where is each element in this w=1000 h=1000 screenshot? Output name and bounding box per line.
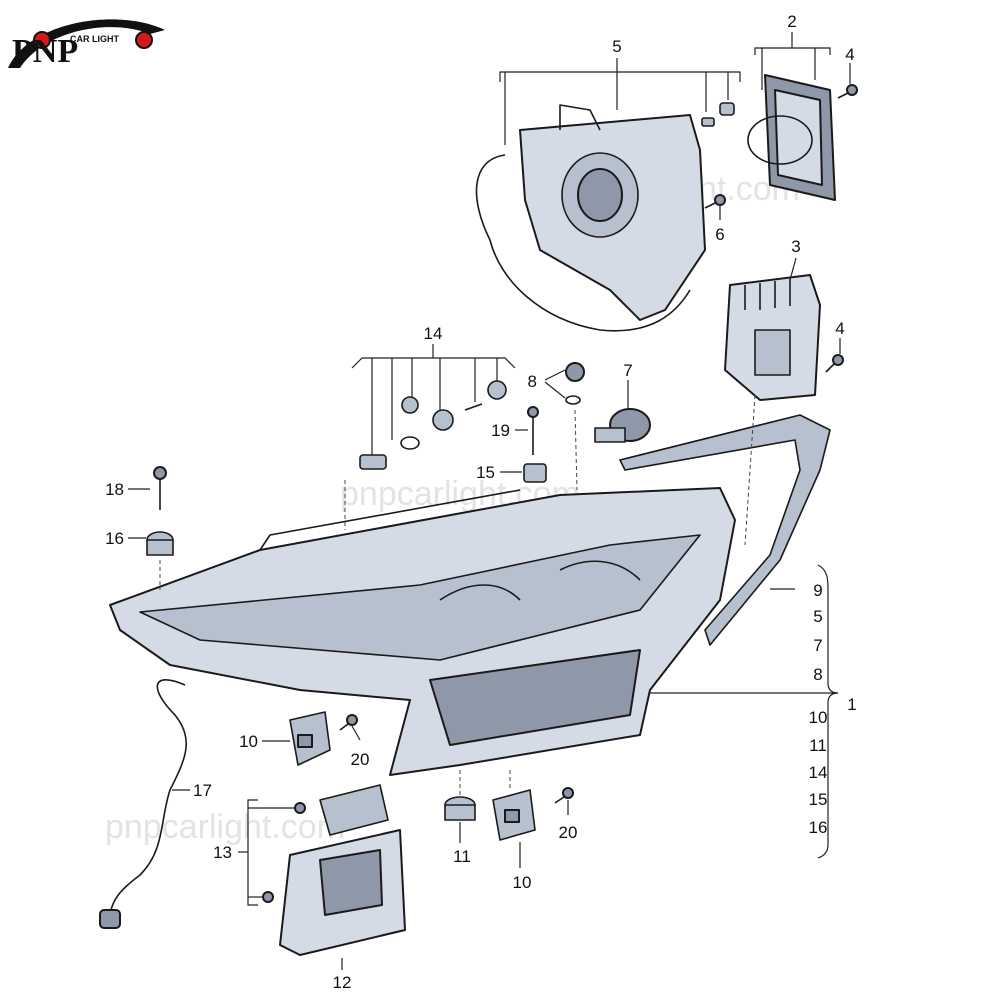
lower-bracket-part-12 bbox=[279, 784, 406, 956]
hose-part-17 bbox=[109, 679, 187, 916]
callout-6: 6 bbox=[715, 225, 724, 244]
led-module-part bbox=[747, 74, 836, 201]
callout-10a: 10 bbox=[239, 732, 258, 751]
watermark-bottom: pnpcarlight.com bbox=[105, 808, 345, 846]
callout-15: 15 bbox=[476, 463, 495, 482]
mount-part-10b bbox=[492, 789, 536, 841]
adjuster-part-8 bbox=[565, 362, 585, 405]
connector-part-17 bbox=[99, 909, 121, 929]
callout-4b: 4 bbox=[835, 319, 844, 338]
mount-part-10a bbox=[289, 711, 331, 766]
nut-part-16 bbox=[146, 531, 174, 556]
brand-logo: PNP CAR LIGHT bbox=[8, 19, 165, 70]
part-1-includes-list: 9 5 7 8 10 11 14 15 16 bbox=[809, 581, 828, 837]
bracket-list-item: 9 bbox=[813, 581, 822, 600]
grommet-part-11 bbox=[444, 796, 476, 821]
screw-part-19 bbox=[527, 406, 539, 455]
control-unit-part bbox=[724, 274, 821, 401]
screw-part-20b bbox=[554, 787, 574, 804]
callout-11: 11 bbox=[453, 847, 471, 866]
bracket-list-item: 15 bbox=[809, 790, 828, 809]
callout-13: 13 bbox=[213, 843, 232, 862]
actuator-part-7 bbox=[594, 408, 651, 443]
bracket-list-item: 8 bbox=[813, 665, 822, 684]
bracket-list-item: 5 bbox=[813, 607, 822, 626]
callout-20a: 20 bbox=[351, 750, 370, 769]
callout-5: 5 bbox=[612, 37, 621, 56]
small-parts-group-14 bbox=[359, 380, 507, 470]
screw-part-6 bbox=[704, 194, 726, 209]
callout-4a: 4 bbox=[845, 45, 854, 64]
alignment-dashes bbox=[159, 394, 756, 795]
bracket-list-item: 14 bbox=[809, 763, 828, 782]
screw-part-4a bbox=[837, 84, 858, 99]
gasket-strip-part bbox=[619, 414, 831, 646]
callout-2: 2 bbox=[787, 12, 796, 31]
bracket-list-item: 10 bbox=[809, 708, 828, 727]
callout-labels: 5 2 4 6 3 4 14 8 7 19 15 18 16 1 10 20 1… bbox=[105, 12, 857, 992]
callout-3: 3 bbox=[791, 237, 800, 256]
rear-housing-part bbox=[475, 104, 706, 332]
leader-lines bbox=[128, 32, 851, 970]
callout-10b: 10 bbox=[513, 873, 532, 892]
callout-14: 14 bbox=[424, 324, 443, 343]
bracket-part-15 bbox=[523, 463, 547, 483]
bracket-list-item: 16 bbox=[809, 818, 828, 837]
callout-18: 18 bbox=[105, 480, 124, 499]
bracket-list-item: 11 bbox=[809, 736, 827, 755]
logo-tagline: CAR LIGHT bbox=[70, 34, 119, 44]
headlight-assembly-part-1 bbox=[109, 487, 736, 776]
callout-12: 12 bbox=[333, 973, 352, 992]
callout-1: 1 bbox=[847, 695, 856, 714]
logo-mark: PNP bbox=[12, 33, 78, 70]
callout-8: 8 bbox=[528, 372, 537, 391]
callout-17: 17 bbox=[193, 781, 212, 800]
screw-part-18 bbox=[153, 466, 167, 510]
callout-7: 7 bbox=[623, 361, 632, 380]
callout-20b: 20 bbox=[559, 823, 578, 842]
bracket-list-item: 7 bbox=[813, 636, 822, 655]
screw-part-20a bbox=[339, 714, 358, 731]
callout-16: 16 bbox=[105, 529, 124, 548]
screw-part-4b bbox=[825, 354, 844, 373]
callout-19: 19 bbox=[491, 421, 510, 440]
pin-parts bbox=[701, 102, 735, 127]
